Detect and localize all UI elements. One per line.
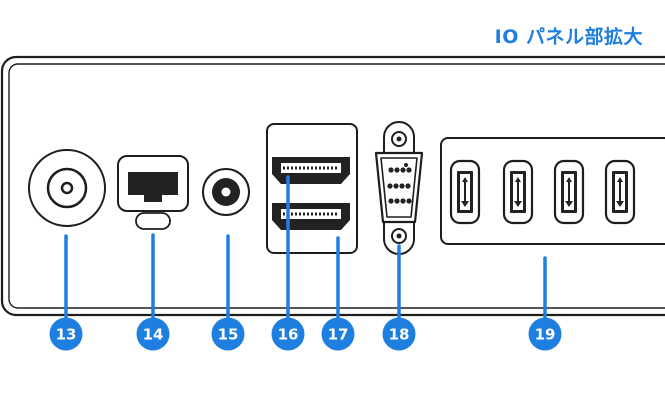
usb-port-icon [449,159,636,225]
callout-number: 15 [218,326,239,344]
callout-number: 19 [535,326,556,344]
page-title: IO パネル部拡大 [494,26,643,48]
callout-number: 16 [278,326,299,344]
callout-badge-15: 15 [211,317,245,351]
callout-badge-17: 17 [321,317,355,351]
callout-number: 18 [389,326,410,344]
callout-badge-14: 14 [136,317,170,351]
callout-number: 17 [328,326,349,344]
hdmi-port-frame [266,123,358,254]
hdmi-port-lower-icon [272,203,350,230]
callout-badge-18: 18 [382,317,416,351]
ethernet-lan-port-icon [117,155,189,230]
callout-badge-16: 16 [271,317,305,351]
callout-badge-13: 13 [49,317,83,351]
callout-number: 14 [143,326,164,344]
coaxial-antenna-port-icon [28,149,106,227]
audio-jack-port-icon [202,168,250,216]
hdmi-port-upper-icon [272,157,350,184]
callout-number: 13 [56,326,77,344]
io-panel-inner [8,63,665,309]
callout-badge-19: 19 [528,317,562,351]
vga-port-icon [374,121,424,255]
